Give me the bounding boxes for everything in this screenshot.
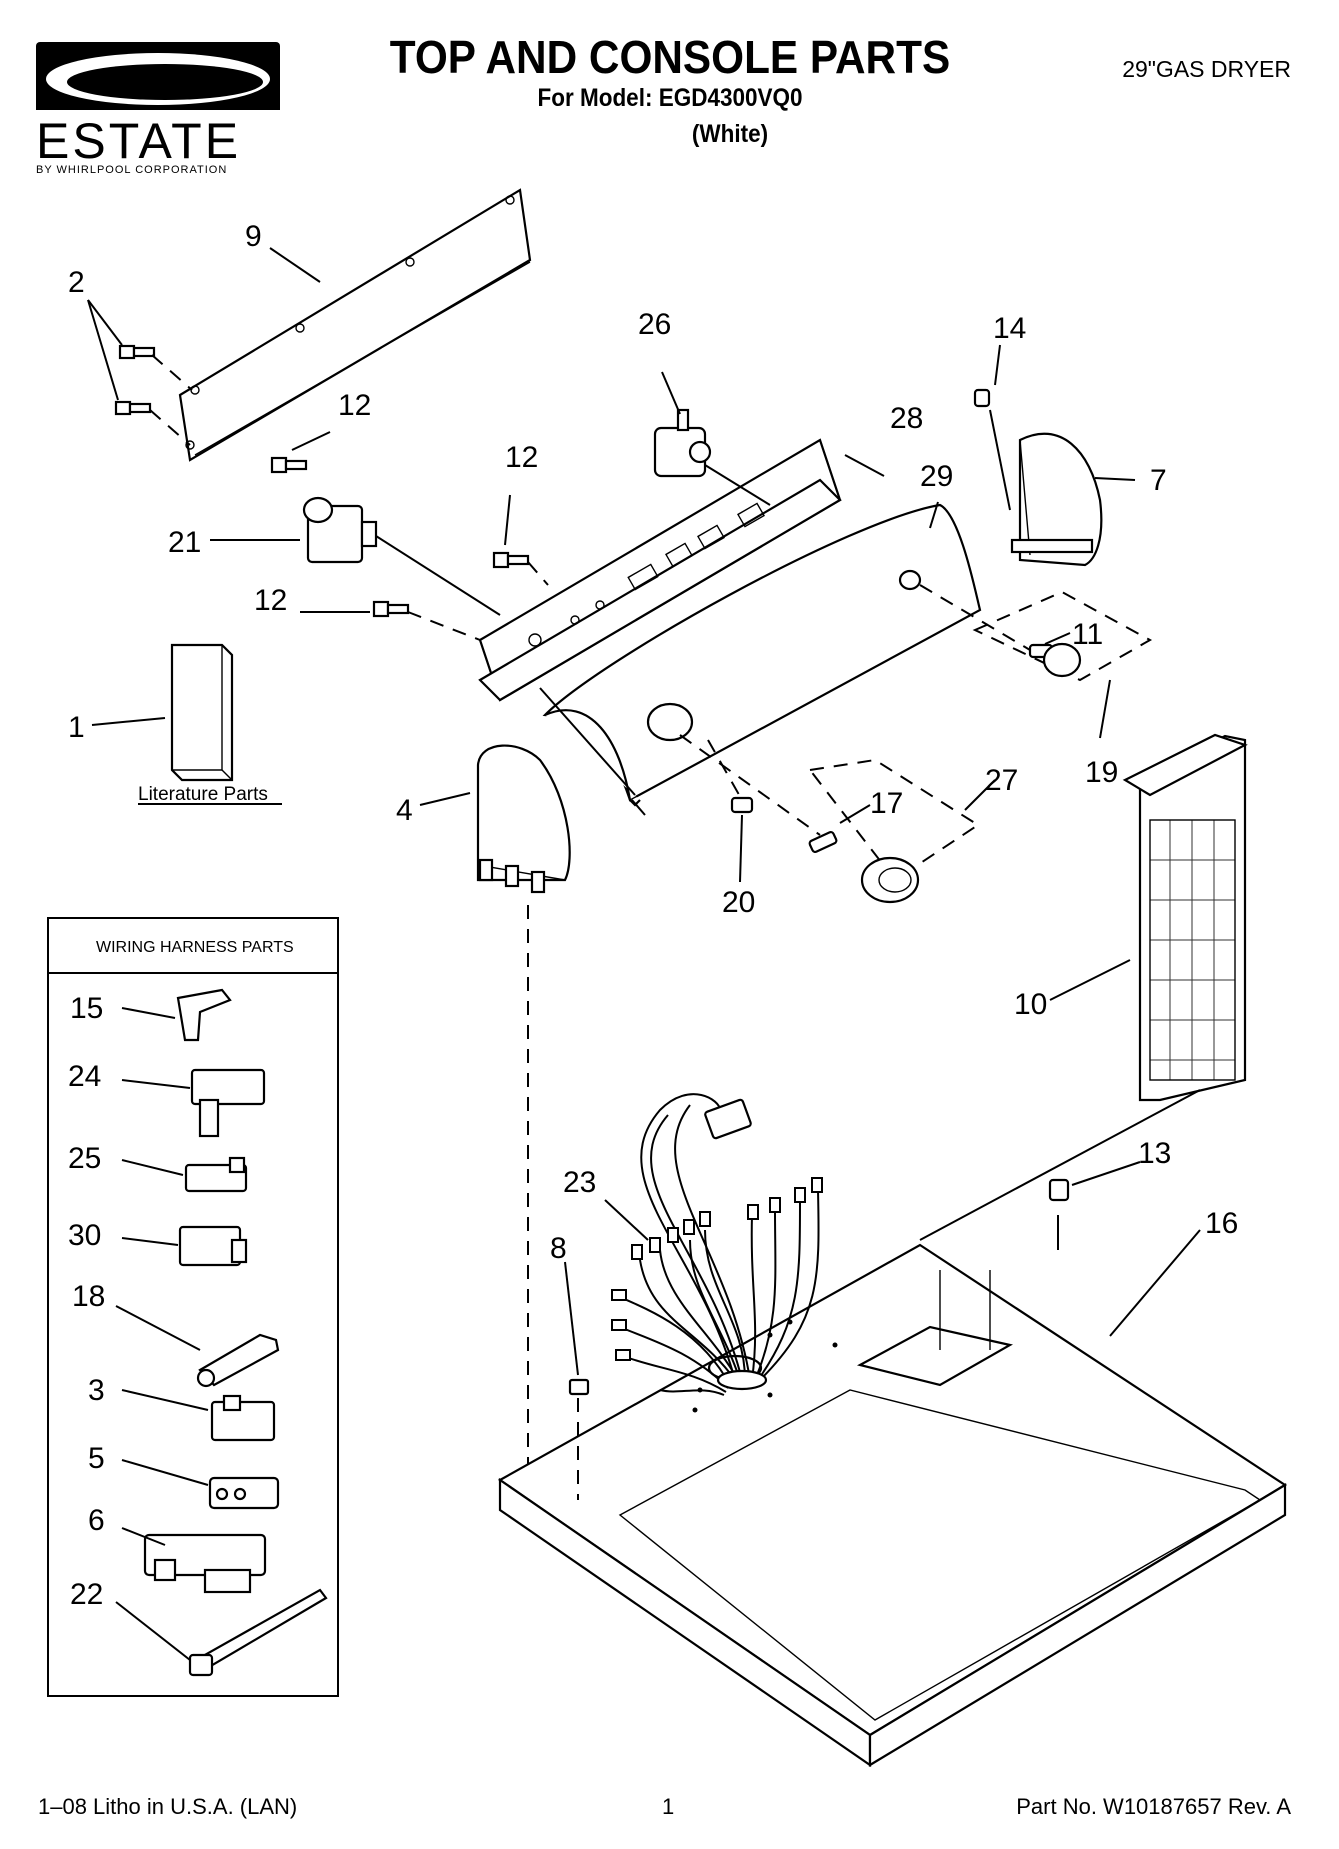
callout-16: 16 — [1205, 1207, 1238, 1240]
callout-3: 3 — [88, 1374, 105, 1407]
callout-29: 29 — [920, 460, 953, 493]
wiring-harness-box: WIRING HARNESS PARTS — [47, 917, 339, 1697]
part-21-switch — [302, 496, 501, 616]
estate-logo: ESTATE BY WHIRLPOOL CORPORATION — [36, 42, 280, 176]
callout-11: 11 — [1072, 618, 1103, 651]
callout-2: 2 — [68, 266, 85, 299]
callout-15: 15 — [70, 992, 103, 1025]
part-1-literature — [138, 643, 282, 805]
literature-parts-label: Literature Parts — [138, 784, 268, 805]
part-28-console-panel — [478, 438, 842, 702]
callout-28: 28 — [890, 402, 923, 435]
logo-tagline: BY WHIRLPOOL CORPORATION — [36, 164, 227, 176]
part-27-knob-assembly — [679, 734, 980, 904]
wiring-box-title: WIRING HARNESS PARTS — [96, 939, 294, 956]
part-29-control-hood — [539, 503, 982, 816]
callout-27: 27 — [985, 764, 1018, 797]
part-12-screws — [270, 456, 549, 641]
callout-12c: 12 — [254, 584, 287, 617]
callout-labels: 9 2 26 14 12 28 12 29 7 21 12 11 1 19 27… — [68, 220, 1238, 1611]
footer-part-number: Part No. W10187657 Rev. A — [1016, 1794, 1291, 1819]
callout-20: 20 — [722, 886, 755, 919]
part-26-relay — [653, 371, 771, 506]
callout-12a: 12 — [338, 389, 371, 422]
footer-page-number: 1 — [662, 1794, 675, 1819]
callout-14: 14 — [993, 312, 1026, 345]
callout-6: 6 — [88, 1504, 105, 1537]
callout-21: 21 — [168, 526, 201, 559]
part-2-screws — [114, 344, 193, 446]
model-color: (White) — [691, 120, 769, 148]
callout-9: 9 — [245, 220, 262, 253]
callout-5: 5 — [88, 1442, 105, 1475]
callout-25: 25 — [68, 1142, 101, 1175]
part-7-end-cap — [1010, 432, 1103, 567]
callout-18: 18 — [72, 1280, 105, 1313]
callout-1: 1 — [68, 711, 85, 744]
model-number: For Model: EGD4300VQ0 — [537, 84, 803, 112]
callout-8: 8 — [550, 1232, 567, 1265]
part-8-bracket — [568, 1378, 590, 1500]
callout-24: 24 — [68, 1060, 101, 1093]
callout-30: 30 — [68, 1219, 101, 1252]
callout-17: 17 — [870, 787, 903, 820]
callout-26: 26 — [638, 308, 671, 341]
part-19-knob-assembly — [919, 584, 1153, 682]
part-14-screw — [973, 388, 1011, 511]
callout-22: 22 — [70, 1578, 103, 1611]
callout-13: 13 — [1138, 1137, 1171, 1170]
leader-lines — [87, 247, 1201, 1661]
part-23-wire-harness — [611, 1093, 823, 1396]
callout-19: 19 — [1085, 756, 1118, 789]
page-title: TOP AND CONSOLE PARTS — [389, 31, 951, 83]
callout-7: 7 — [1150, 464, 1167, 497]
callout-23: 23 — [563, 1166, 596, 1199]
callout-12b: 12 — [505, 441, 538, 474]
logo-wordmark: ESTATE — [36, 113, 241, 169]
product-type: 29"GAS DRYER — [1122, 56, 1291, 82]
callout-10: 10 — [1014, 988, 1047, 1021]
callout-4: 4 — [396, 794, 413, 827]
footer-litho: 1–08 Litho in U.S.A. (LAN) — [38, 1794, 298, 1819]
part-10-lint-screen — [919, 733, 1248, 1241]
part-16-top-panel — [497, 1243, 1288, 1768]
part-4-end-cap — [476, 744, 571, 1480]
part-13-screw — [1048, 1178, 1070, 1250]
part-20-screw — [707, 739, 754, 814]
